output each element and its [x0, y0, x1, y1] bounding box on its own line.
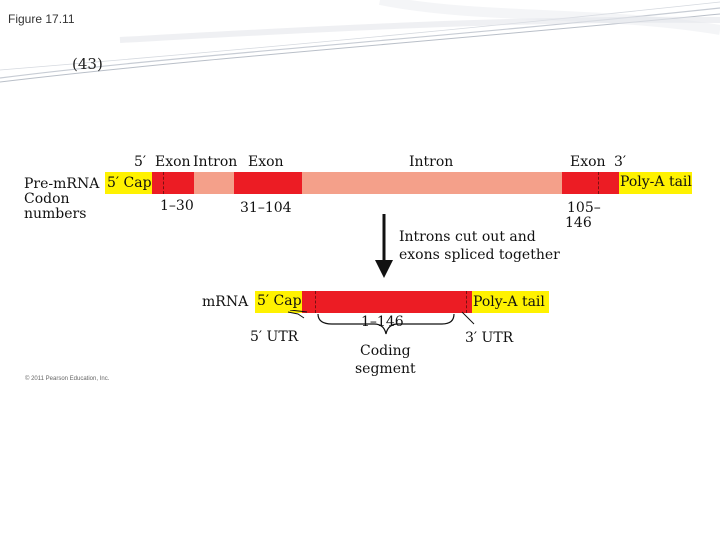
codon-range-3-line1: 105– [567, 200, 601, 216]
splicing-figure: 5′ Exon Intron Exon Intron Exon 3′ Pre-m… [22, 150, 698, 390]
mrna-cap-label: 5′ Cap [257, 293, 302, 309]
exon-label-2: Exon [248, 154, 284, 170]
five-prime-utr-label: 5′ UTR [250, 329, 299, 345]
down-arrow-icon [375, 214, 393, 278]
mrna-stop-boundary [466, 291, 467, 313]
intron-label-1: Intron [193, 154, 238, 170]
slide-number: (43) [72, 55, 103, 73]
pre-mrna-intron-2 [302, 172, 562, 194]
pre-mrna-polya-segment [619, 172, 692, 194]
pre-mrna-cap-segment [105, 172, 152, 194]
pre-mrna-tail-boundary [598, 172, 599, 194]
mrna-brackets [287, 310, 475, 335]
three-prime-utr-label: 3′ UTR [465, 330, 514, 346]
codon-label: Codon [24, 191, 70, 207]
coding-segment-label-line2: segment [355, 361, 416, 377]
pre-mrna-intron-1 [194, 172, 234, 194]
copyright-text: © 2011 Pearson Education, Inc. [25, 376, 110, 382]
figure-label: Figure 17.11 [8, 12, 75, 26]
codon-range-3-line2: 146 [565, 215, 592, 231]
mrna-polya-label: Poly-A tail [473, 294, 545, 310]
mrna-codon-range: 1–146 [361, 314, 404, 330]
pre-mrna-cap-boundary [163, 172, 164, 194]
pre-mrna-exon-2 [234, 172, 302, 194]
pre-mrna-polya-label: Poly-A tail [620, 174, 692, 190]
pre-mrna-cap-label: 5′ Cap [107, 175, 152, 191]
mrna-cap-segment [255, 291, 302, 313]
exon-label-1: Exon [155, 154, 191, 170]
mrna-coding-segment [302, 291, 472, 313]
intron-label-2: Intron [409, 154, 454, 170]
three-prime-label: 3′ [614, 154, 627, 170]
pre-mrna-bar: 5′ Cap Poly-A tail [105, 172, 692, 194]
mrna-bar: 5′ Cap Poly-A tail [255, 291, 549, 313]
mrna-label: mRNA [202, 294, 249, 310]
codon-range-1: 1–30 [160, 198, 194, 214]
codon-range-2: 31–104 [240, 200, 292, 216]
mrna-polya-segment [472, 291, 549, 313]
pre-mrna-label: Pre-mRNA [24, 176, 100, 192]
numbers-label: numbers [24, 206, 87, 222]
mrna-start-boundary [315, 291, 316, 313]
pre-mrna-exon-1 [152, 172, 194, 194]
header-swoosh-decoration [0, 0, 720, 83]
process-text-line1: Introns cut out and [399, 229, 536, 245]
five-prime-label: 5′ [134, 154, 147, 170]
pre-mrna-exon-3 [562, 172, 619, 194]
exon-label-3: Exon [570, 154, 606, 170]
process-text-line2: exons spliced together [399, 247, 560, 263]
coding-segment-label-line1: Coding [360, 343, 411, 359]
